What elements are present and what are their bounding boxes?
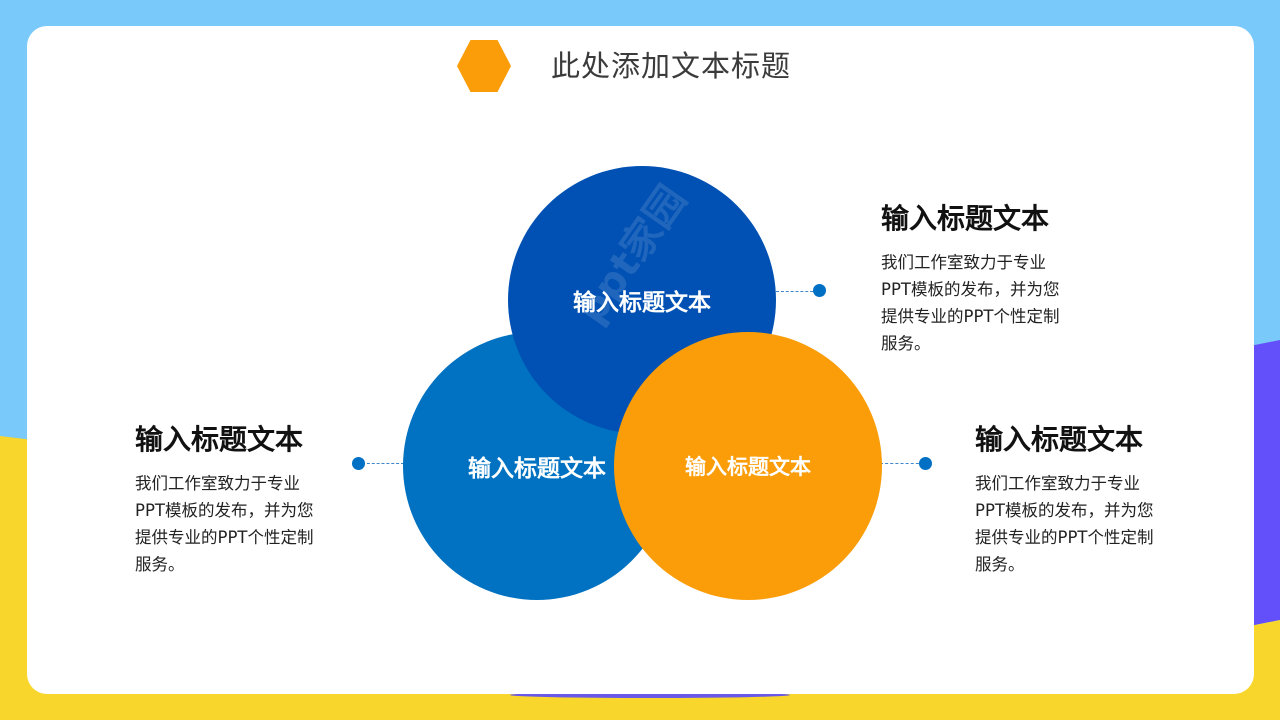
info-description: 我们工作室致力于专业 PPT模板的发布，并为您 提供专业的PPT个性定制 服务。 — [135, 470, 355, 578]
info-block-bottom-right: 输入标题文本 我们工作室致力于专业 PPT模板的发布，并为您 提供专业的PPT个… — [975, 422, 1195, 578]
info-line: 提供专业的PPT个性定制 — [975, 528, 1154, 547]
info-line: 服务。 — [975, 555, 1025, 574]
circle-bottom-left-label: 输入标题文本 — [468, 456, 606, 482]
info-title: 输入标题文本 — [975, 423, 1144, 456]
info-description: 我们工作室致力于专业 PPT模板的发布，并为您 提供专业的PPT个性定制 服务。 — [881, 249, 1101, 357]
circle-top-label: 输入标题文本 — [573, 290, 711, 316]
info-title: 输入标题文本 — [135, 423, 304, 456]
info-line: 服务。 — [881, 334, 931, 353]
connector-top-right — [776, 291, 818, 292]
connector-dot-bottom-right — [919, 457, 932, 470]
connector-dot-left — [352, 457, 365, 470]
connector-left — [362, 463, 404, 464]
connector-bottom-right — [880, 463, 924, 464]
info-block-left: 输入标题文本 我们工作室致力于专业 PPT模板的发布，并为您 提供专业的PPT个… — [135, 422, 355, 578]
info-title: 输入标题文本 — [881, 202, 1050, 235]
page-title: 此处添加文本标题 — [551, 49, 792, 83]
info-line: 我们工作室致力于专业 — [135, 474, 300, 493]
info-line: 提供专业的PPT个性定制 — [135, 528, 314, 547]
info-line: 提供专业的PPT个性定制 — [881, 307, 1060, 326]
info-line: 我们工作室致力于专业 — [975, 474, 1140, 493]
circle-bottom-right-label: 输入标题文本 — [685, 455, 811, 479]
info-line: PPT模板的发布，并为您 — [975, 501, 1154, 520]
info-line: PPT模板的发布，并为您 — [881, 280, 1060, 299]
connector-dot-top-right — [813, 284, 826, 297]
circle-bottom-right[interactable]: 输入标题文本 — [614, 332, 882, 600]
info-line: 服务。 — [135, 555, 185, 574]
info-description: 我们工作室致力于专业 PPT模板的发布，并为您 提供专业的PPT个性定制 服务。 — [975, 470, 1195, 578]
info-block-top-right: 输入标题文本 我们工作室致力于专业 PPT模板的发布，并为您 提供专业的PPT个… — [881, 201, 1101, 357]
info-line: PPT模板的发布，并为您 — [135, 501, 314, 520]
info-line: 我们工作室致力于专业 — [881, 253, 1046, 272]
